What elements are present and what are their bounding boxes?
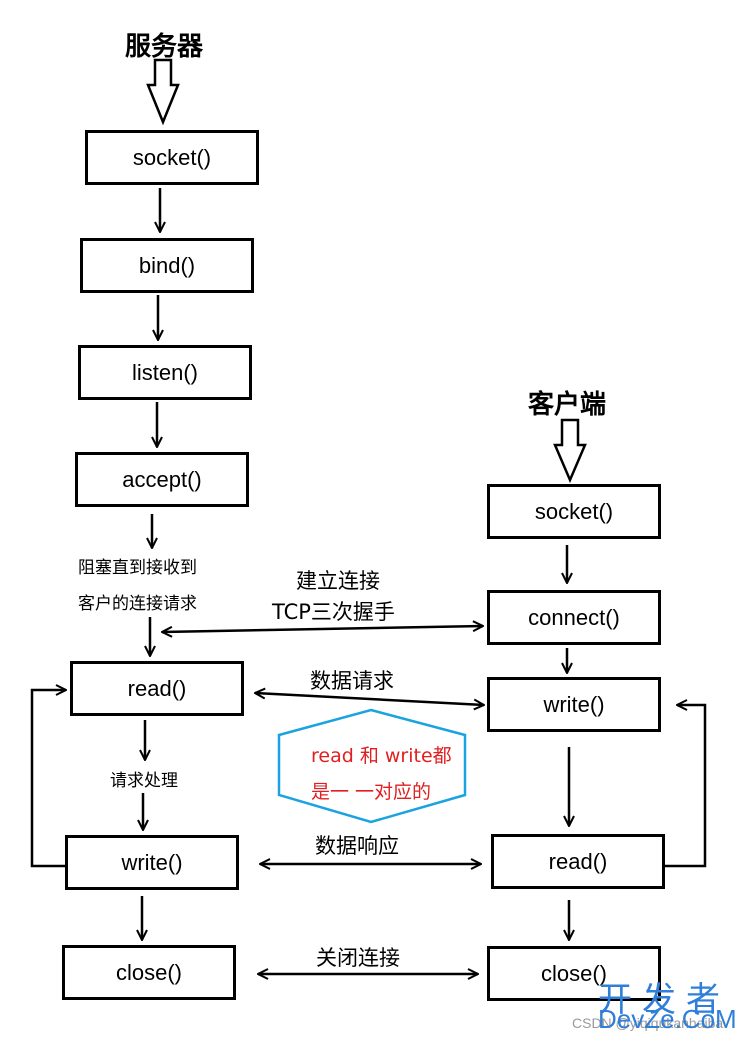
client-title: 客户端 bbox=[528, 390, 607, 420]
client-connect-box: connect() bbox=[487, 590, 661, 645]
server-title: 服务器 bbox=[125, 32, 204, 62]
client-write-box: write() bbox=[487, 677, 661, 732]
server-bind-box: bind() bbox=[80, 238, 254, 293]
callout-line2: 是一 一对应的 bbox=[311, 781, 432, 803]
handshake-label-line2: TCP三次握手 bbox=[272, 600, 395, 624]
link-request bbox=[255, 693, 484, 705]
server-loop bbox=[30, 690, 66, 868]
blocking-note-line1: 阻塞直到接收到 bbox=[78, 558, 197, 578]
server-read-box: read() bbox=[70, 661, 244, 716]
server-socket-box: socket() bbox=[85, 130, 259, 185]
client-close-box: close() bbox=[487, 946, 661, 1001]
client-socket-box: socket() bbox=[487, 484, 661, 539]
link-handshake bbox=[162, 626, 483, 632]
client-read-box: read() bbox=[491, 834, 665, 889]
server-accept-box: accept() bbox=[75, 452, 249, 507]
server-close-box: close() bbox=[62, 945, 236, 1000]
client-loop bbox=[662, 705, 707, 868]
close-link-label: 关闭连接 bbox=[316, 946, 400, 970]
client-start-arrow bbox=[553, 418, 587, 484]
watermark-brand-en: DevZe.CoM bbox=[598, 1004, 737, 1034]
watermark-source: CSDN @yiqiqukanhaiba bbox=[572, 1015, 724, 1031]
server-listen-box: listen() bbox=[78, 345, 252, 400]
callout-line1: read 和 write都 bbox=[311, 745, 452, 767]
response-label: 数据响应 bbox=[315, 834, 399, 858]
callout-hexagon bbox=[277, 708, 467, 824]
server-write-box: write() bbox=[65, 835, 239, 890]
process-note: 请求处理 bbox=[110, 771, 178, 791]
request-label: 数据请求 bbox=[310, 669, 394, 693]
server-start-arrow bbox=[146, 58, 180, 126]
blocking-note-line2: 客户的连接请求 bbox=[78, 594, 197, 614]
watermark-brand-cn: 开发者 bbox=[598, 980, 730, 1020]
handshake-label-line1: 建立连接 bbox=[296, 569, 380, 593]
